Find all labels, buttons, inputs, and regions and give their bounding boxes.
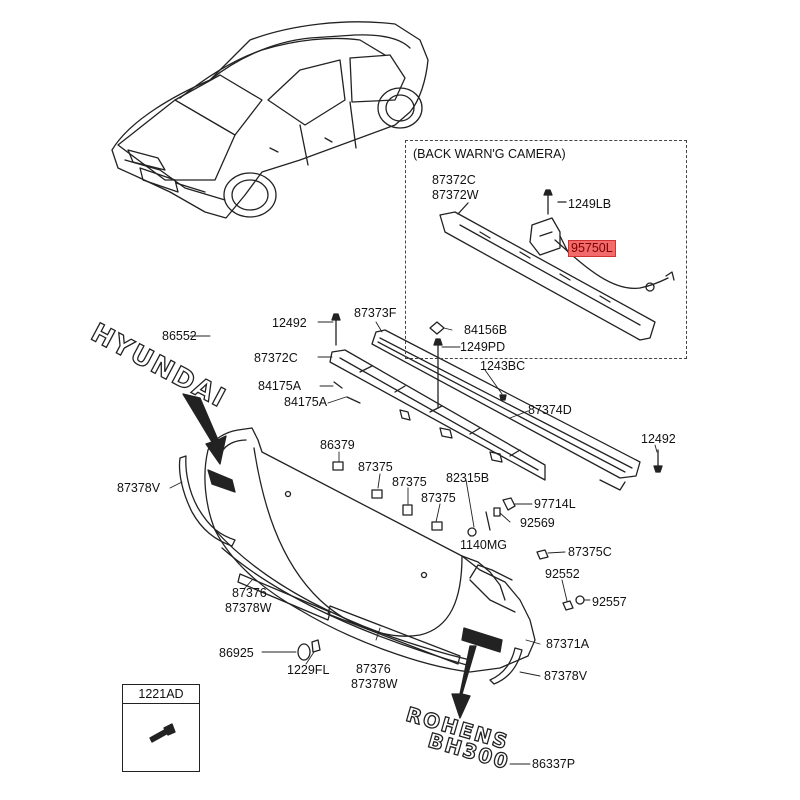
screw-icon bbox=[149, 723, 176, 743]
part-label[interactable]: 1229FL bbox=[287, 663, 330, 677]
part-label[interactable]: 1249PD bbox=[460, 340, 506, 354]
back-warning-camera-box bbox=[405, 140, 687, 359]
part-label[interactable]: 87378W bbox=[351, 677, 398, 691]
part-label[interactable]: 82315B bbox=[446, 471, 490, 485]
part-label[interactable]: 84175A bbox=[284, 395, 328, 409]
part-label[interactable]: 87378W bbox=[225, 601, 272, 615]
leader-lines bbox=[169, 321, 658, 765]
part-label[interactable]: 92557 bbox=[592, 595, 627, 609]
fastener-reference-box: 1221AD bbox=[122, 684, 200, 772]
part-label[interactable]: 87375 bbox=[421, 491, 456, 505]
part-label[interactable]: 1140MG bbox=[460, 538, 508, 552]
bumper-moulding-strip bbox=[371, 329, 663, 491]
part-label[interactable]: 12492 bbox=[272, 316, 307, 330]
part-label[interactable]: 87376 bbox=[356, 662, 391, 676]
part-label[interactable]: 87375 bbox=[358, 460, 393, 474]
part-label[interactable]: 97714L bbox=[534, 497, 576, 511]
car-illustration bbox=[111, 21, 429, 219]
emblem-arrows bbox=[182, 393, 477, 719]
camera-box-title: (BACK WARN'G CAMERA) bbox=[413, 147, 566, 161]
part-label[interactable]: 87378V bbox=[117, 481, 161, 495]
part-label[interactable]: 87374D bbox=[528, 403, 572, 417]
part-label[interactable]: 86925 bbox=[219, 646, 254, 660]
part-label[interactable]: 87372W bbox=[432, 188, 479, 202]
lower-moulding-strips bbox=[237, 573, 461, 665]
trim-bracket bbox=[329, 313, 546, 481]
camera-bracket-assembly bbox=[439, 189, 675, 341]
rear-bumper-cover bbox=[204, 427, 585, 673]
part-label[interactable]: 86552 bbox=[162, 329, 197, 343]
part-label[interactable]: 87375C bbox=[568, 545, 612, 559]
part-label[interactable]: 1249LB bbox=[568, 197, 612, 211]
part-label[interactable]: 87378V bbox=[544, 669, 588, 683]
part-label[interactable]: 84175A bbox=[258, 379, 302, 393]
part-label-highlighted[interactable]: 95750L bbox=[568, 240, 616, 257]
part-label[interactable]: 87371A bbox=[546, 637, 590, 651]
part-label[interactable]: 86379 bbox=[320, 438, 355, 452]
part-label[interactable]: 87372C bbox=[432, 173, 476, 187]
side-moulding-right bbox=[489, 647, 523, 685]
part-label[interactable]: 86337P bbox=[532, 757, 576, 771]
part-label[interactable]: 84156B bbox=[464, 323, 508, 337]
part-label[interactable]: 87376 bbox=[232, 586, 267, 600]
part-label[interactable]: 1243BC bbox=[480, 359, 526, 373]
part-label[interactable]: 87375 bbox=[392, 475, 427, 489]
ref-box-header: 1221AD bbox=[123, 685, 199, 704]
part-label[interactable]: 92569 bbox=[520, 516, 555, 530]
part-label[interactable]: 12492 bbox=[641, 432, 676, 446]
part-label[interactable]: 87373F bbox=[354, 306, 397, 320]
side-moulding-left bbox=[178, 455, 236, 547]
part-label[interactable]: 87372C bbox=[254, 351, 298, 365]
part-label[interactable]: 92552 bbox=[545, 567, 580, 581]
